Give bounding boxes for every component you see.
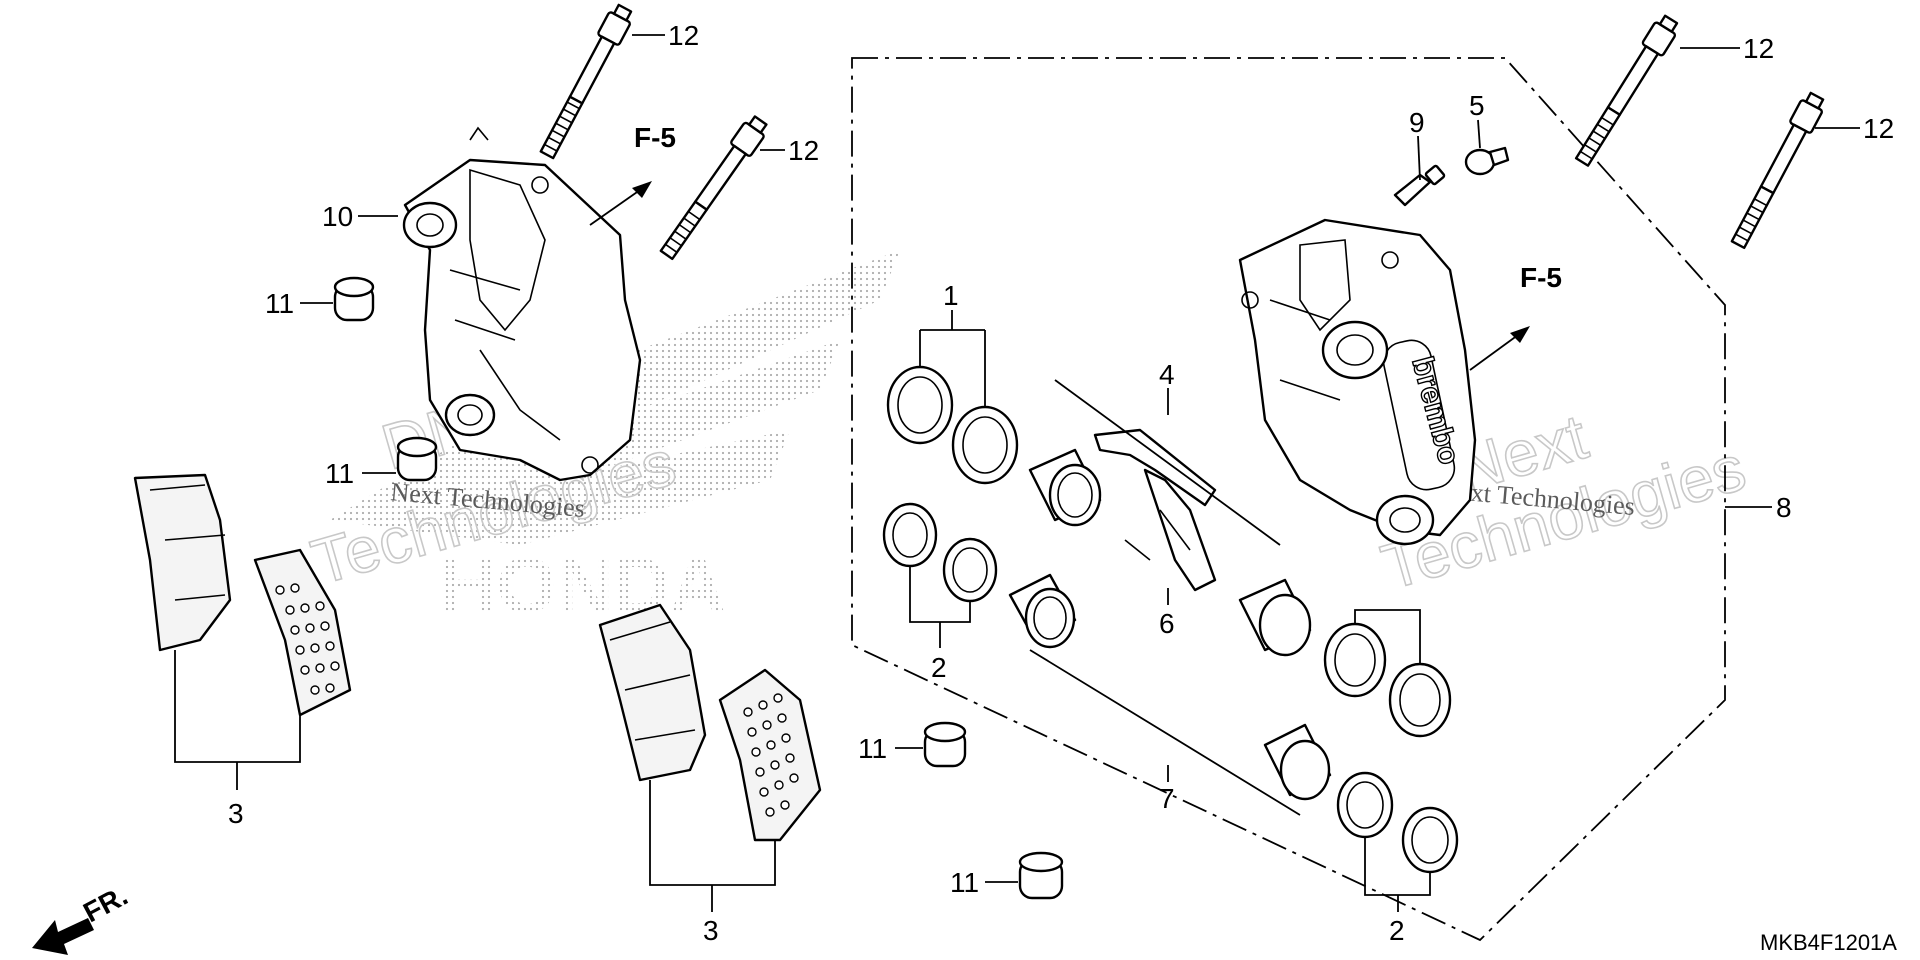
bleeder-cap-5 [1464, 146, 1510, 176]
pistons-7 [1008, 448, 1332, 801]
diagram-code: MKB4F1201A [1760, 930, 1897, 955]
callout-4: 4 [1159, 359, 1175, 390]
callout-5: 5 [1469, 90, 1485, 121]
brake-pad-set-middle [598, 603, 822, 842]
ref-f5-right: F-5 [1520, 262, 1562, 293]
callout-7: 7 [1159, 783, 1175, 814]
collar-11-b [396, 436, 438, 482]
direction-arrow-right [1469, 326, 1530, 371]
pad-spring-4 [1093, 428, 1217, 592]
ref-f5-left: F-5 [634, 122, 676, 153]
bleeder-valve-9 [1393, 164, 1446, 207]
honda-watermark-text: HONDA [440, 541, 726, 629]
collar-11-c [923, 721, 967, 768]
callout-12-right-mid: 12 [1863, 113, 1894, 144]
callout-10: 10 [322, 201, 353, 232]
callout-3-left: 3 [228, 798, 244, 829]
callout-1: 1 [943, 280, 959, 311]
bolt-12-right-top [1574, 14, 1679, 167]
callout-12-right-top: 12 [1743, 33, 1774, 64]
callout-11-a: 11 [265, 288, 294, 319]
callout-11-c: 11 [858, 733, 887, 764]
seals-right [1323, 622, 1459, 874]
callout-9: 9 [1409, 107, 1425, 138]
collar-11-d [1018, 851, 1064, 900]
callout-6: 6 [1159, 608, 1175, 639]
brake-pad-set-left [133, 473, 352, 717]
bolt-12-left-top [539, 3, 633, 160]
callout-11-d: 11 [950, 867, 979, 898]
front-direction-arrow: FR. [32, 880, 133, 955]
callout-labels: 12 12 12 12 10 11 11 11 11 1 2 2 3 3 4 5… [228, 20, 1894, 946]
callout-2-right: 2 [1389, 915, 1405, 946]
left-caliper [402, 126, 642, 482]
callout-12-left-top: 12 [668, 20, 699, 51]
direction-arrow-left [589, 181, 652, 226]
collar-11-a [333, 276, 375, 322]
callout-2-left: 2 [931, 652, 947, 683]
callout-11-b: 11 [325, 458, 354, 489]
bolt-12-left-mid [659, 115, 768, 261]
callout-3-middle: 3 [703, 915, 719, 946]
callout-12-left-mid: 12 [788, 135, 819, 166]
bolt-12-right-mid [1730, 91, 1825, 250]
caliper-assembly-boundary [851, 57, 1726, 942]
callout-8: 8 [1776, 492, 1792, 523]
piston-seals-left [882, 365, 1019, 603]
right-caliper: brembo [1238, 218, 1477, 546]
leader-lines [174, 34, 1860, 912]
